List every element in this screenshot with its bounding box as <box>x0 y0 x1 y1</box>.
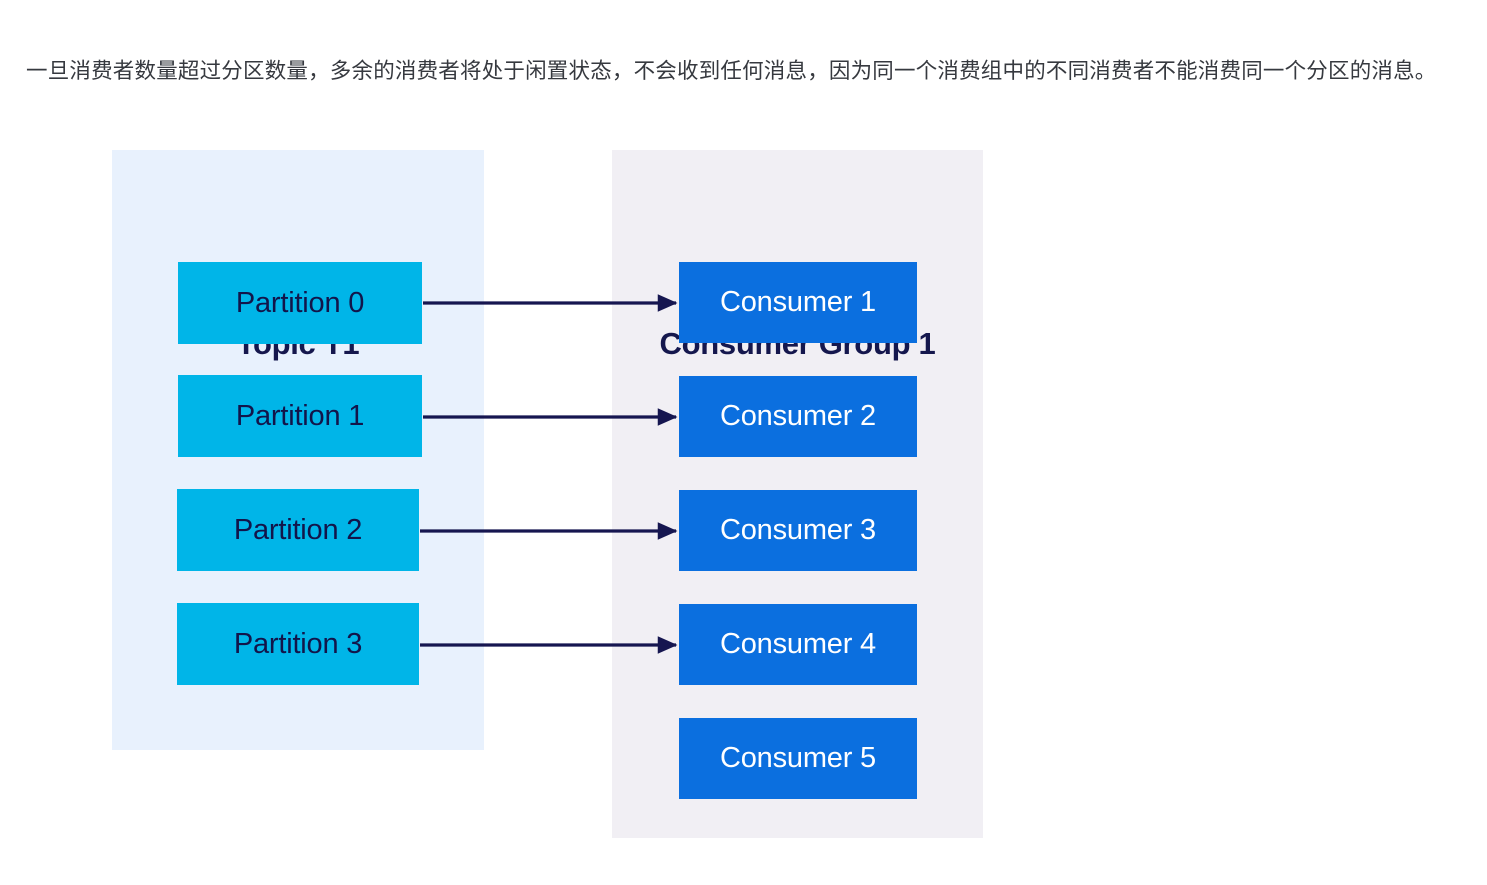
consumer-node-1[interactable]: Consumer 1 <box>679 262 917 343</box>
partition-node-1[interactable]: Partition 1 <box>178 375 422 457</box>
consumer-node-2[interactable]: Consumer 2 <box>679 376 917 457</box>
intro-paragraph: 一旦消费者数量超过分区数量，多余的消费者将处于闲置状态，不会收到任何消息，因为同… <box>26 58 1437 83</box>
consumer-node-4[interactable]: Consumer 4 <box>679 604 917 685</box>
consumer-node-5[interactable]: Consumer 5 <box>679 718 917 799</box>
partition-node-2[interactable]: Partition 2 <box>177 489 419 571</box>
partition-node-3[interactable]: Partition 3 <box>177 603 419 685</box>
consumer-node-3[interactable]: Consumer 3 <box>679 490 917 571</box>
partition-node-0[interactable]: Partition 0 <box>178 262 422 344</box>
